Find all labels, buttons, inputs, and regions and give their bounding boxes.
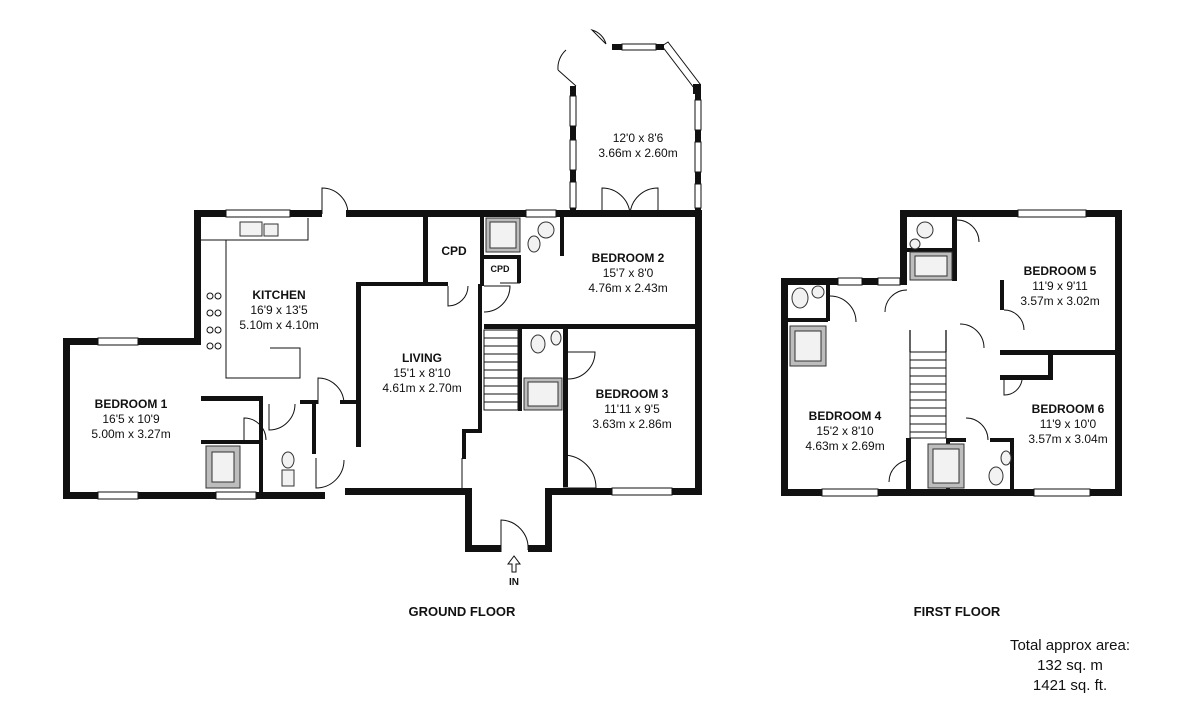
bedroom6-name: BEDROOM 6: [1032, 402, 1105, 416]
first-floor-bathroom-fixtures: [789, 221, 1012, 489]
bedroom4-metric: 4.63m x 2.69m: [805, 439, 884, 453]
bedroom1-name: BEDROOM 1: [95, 397, 168, 411]
cpd-large-name: CPD: [441, 244, 467, 258]
kitchen-name: KITCHEN: [252, 288, 305, 302]
bedroom3-name: BEDROOM 3: [596, 387, 669, 401]
total-area-summary: Total approx area: 132 sq. m 1421 sq. ft…: [985, 636, 1155, 696]
living-imperial: 15'1 x 8'10: [393, 366, 451, 380]
entrance-label: IN: [509, 577, 519, 588]
first-floor-windows: [821, 209, 1091, 497]
ground-floor-plan: KITCHEN 16'9 x 13'5 5.10m x 4.10m BEDROO…: [63, 29, 702, 619]
living-name: LIVING: [402, 351, 442, 365]
first-floor-doors: [829, 219, 1025, 483]
bedroom5-metric: 3.57m x 3.02m: [1020, 294, 1099, 308]
first-floor-label: FIRST FLOOR: [914, 604, 1001, 619]
bedroom6-metric: 3.57m x 3.04m: [1028, 432, 1107, 446]
conservatory-metric: 3.66m x 2.60m: [598, 146, 677, 160]
total-area-title: Total approx area:: [1009, 637, 1131, 654]
living-metric: 4.61m x 2.70m: [382, 381, 461, 395]
ground-floor-bathroom-fixtures: [205, 217, 563, 489]
ground-floor-stairs: [483, 329, 519, 411]
ground-floor-interior-walls: [201, 214, 695, 492]
bedroom3-metric: 3.63m x 2.86m: [592, 417, 671, 431]
bedroom5-name: BEDROOM 5: [1024, 264, 1097, 278]
total-area-imperial: 1421 sq. ft.: [1032, 677, 1108, 694]
bedroom4-imperial: 15'2 x 8'10: [816, 424, 874, 438]
conservatory-imperial: 12'0 x 8'6: [613, 131, 664, 145]
ground-floor-doors: [243, 29, 659, 552]
bedroom1-metric: 5.00m x 3.27m: [91, 427, 170, 441]
bedroom2-imperial: 15'7 x 8'0: [603, 266, 654, 280]
first-floor-stairs: [909, 330, 947, 439]
kitchen-fittings: [201, 218, 309, 379]
ground-floor-label: GROUND FLOOR: [409, 604, 516, 619]
bedroom3-imperial: 11'11 x 9'5: [604, 402, 660, 416]
hob-icon: [206, 292, 222, 350]
ground-floor-labels: KITCHEN 16'9 x 13'5 5.10m x 4.10m BEDROO…: [91, 131, 677, 619]
cpd-small-name: CPD: [490, 264, 510, 274]
bedroom4-name: BEDROOM 4: [809, 409, 882, 423]
ground-floor-windows: [97, 41, 702, 500]
bedroom6-imperial: 11'9 x 10'0: [1040, 417, 1097, 431]
kitchen-imperial: 16'9 x 13'5: [250, 303, 308, 317]
total-area-metric: 132 sq. m: [1037, 657, 1103, 674]
bedroom5-imperial: 11'9 x 9'11: [1032, 279, 1088, 293]
first-floor-plan: BEDROOM 4 15'2 x 8'10 4.63m x 2.69m BEDR…: [781, 209, 1122, 619]
entrance-arrow-icon: [507, 555, 521, 573]
bedroom1-imperial: 16'5 x 10'9: [102, 412, 160, 426]
kitchen-metric: 5.10m x 4.10m: [239, 318, 318, 332]
bedroom2-name: BEDROOM 2: [592, 251, 665, 265]
bedroom2-metric: 4.76m x 2.43m: [588, 281, 667, 295]
first-floor-labels: BEDROOM 4 15'2 x 8'10 4.63m x 2.69m BEDR…: [805, 264, 1107, 619]
